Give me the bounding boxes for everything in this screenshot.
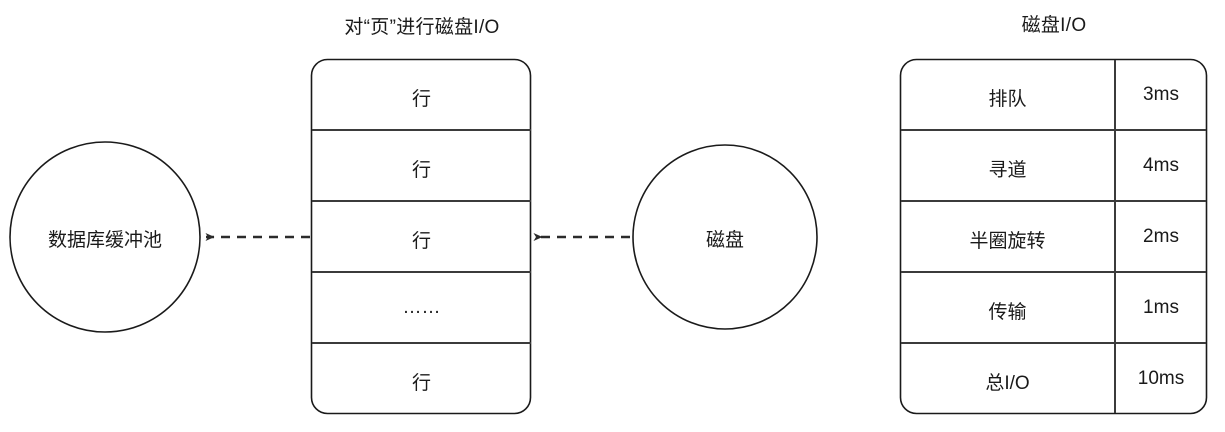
io-table-name-cell: 传输 xyxy=(988,302,1027,323)
io-table-value-cell: 3ms xyxy=(1143,84,1179,105)
io-table-name-cell: 排队 xyxy=(988,89,1027,110)
disk-circle xyxy=(632,144,818,330)
right-diagram-title: 磁盘I/O xyxy=(1021,15,1087,36)
io-table-box xyxy=(899,58,1208,415)
io-table-name-cell: 寻道 xyxy=(988,160,1027,181)
io-table-value-cell: 4ms xyxy=(1143,155,1179,176)
io-table-value-cell: 1ms xyxy=(1143,297,1179,318)
page-row-label: 行 xyxy=(411,160,431,181)
page-box xyxy=(310,58,532,415)
io-table-name-cell: 半圈旋转 xyxy=(969,231,1046,252)
io-table-total-name-cell: 总I/O xyxy=(985,373,1030,394)
io-table-value-cell: 2ms xyxy=(1143,226,1179,247)
page-row-label: 行 xyxy=(411,89,431,110)
left-diagram-title: 对“页”进行磁盘I/O xyxy=(344,17,500,38)
page-row-ellipsis: …… xyxy=(402,297,441,318)
io-table-total-value-cell: 10ms xyxy=(1137,368,1185,389)
buffer-pool-label: 数据库缓冲池 xyxy=(47,230,162,251)
page-row-label: 行 xyxy=(411,231,431,252)
page-row-label: 行 xyxy=(411,373,431,394)
disk-label: 磁盘 xyxy=(705,230,744,251)
buffer-pool-circle xyxy=(9,141,201,333)
